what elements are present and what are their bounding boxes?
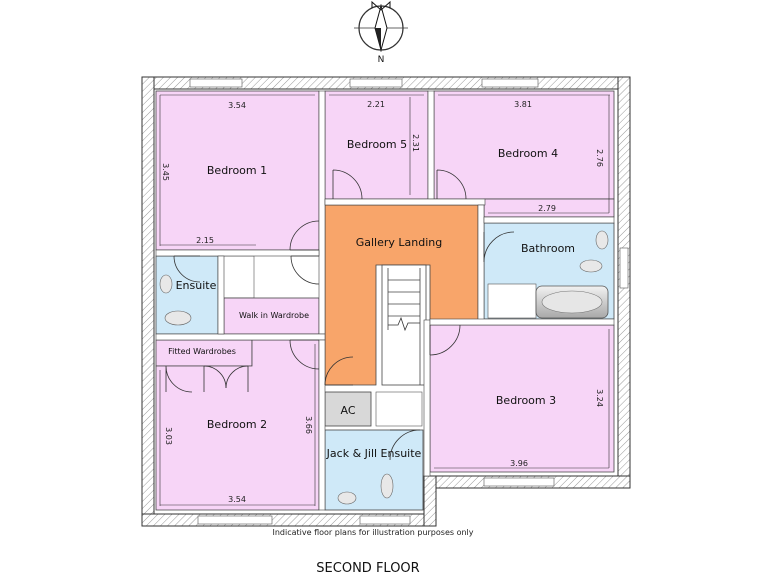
bedroom-3-width-dim: 3.96 (510, 459, 528, 468)
disclaimer-text: Indicative floor plans for illustration … (272, 528, 473, 537)
bedroom-5-depth-dim: 2.31 (411, 134, 420, 152)
bedroom-1-width-dim: 3.54 (228, 101, 246, 110)
bedroom-4-label: Bedroom 4 (498, 147, 558, 160)
ac-label: AC (340, 404, 355, 417)
bedroom-4-depth-dim: 2.76 (595, 149, 604, 167)
bedroom-5-label: Bedroom 5 (347, 138, 407, 151)
walk-in-wardrobe-label: Walk in Wardrobe (239, 311, 309, 320)
bedroom-4-lower-dim: 2.79 (538, 204, 556, 213)
bedroom-4 (433, 90, 615, 200)
doors (165, 169, 515, 461)
fitted-wardrobes (155, 339, 253, 367)
bedroom-5 (324, 90, 429, 200)
ensuite-basin (159, 274, 173, 294)
bathroom-toilet (579, 259, 603, 273)
bathroom-label: Bathroom (521, 242, 575, 255)
jack-jill-toilet (380, 473, 394, 499)
bedroom-2-right-dim: 3.66 (304, 416, 313, 434)
bedroom-3-label: Bedroom 3 (496, 394, 556, 407)
outer-walls (141, 76, 631, 527)
staircase (381, 264, 427, 386)
bedroom-2-width-dim: 3.54 (228, 495, 246, 504)
ac-cupboard (324, 391, 372, 427)
ensuite-label: Ensuite (176, 279, 217, 292)
bedroom-2-label: Bedroom 2 (207, 418, 267, 431)
fitted-wardrobes-label: Fitted Wardrobes (168, 347, 236, 356)
bedroom-1-label: Bedroom 1 (207, 164, 267, 177)
ensuite-toilet (164, 310, 192, 326)
bathroom-basin (595, 230, 609, 250)
bedroom-1 (155, 90, 320, 251)
bedroom-3-depth-dim: 3.24 (595, 389, 604, 407)
bedroom-4-width-dim: 3.81 (514, 100, 532, 109)
internal-walls (155, 90, 615, 511)
compass-icon (354, 0, 408, 52)
bedroom-1-depth-dim: 3.45 (161, 163, 170, 181)
jack-jill-basin (337, 491, 357, 505)
floor-title: SECOND FLOOR (316, 561, 419, 576)
bedroom-2-depth-dim: 3.03 (164, 427, 173, 445)
bedroom-5-width-dim: 2.21 (367, 100, 385, 109)
jack-jill-label: Jack & Jill Ensuite (326, 447, 422, 460)
gallery-landing-label: Gallery Landing (356, 236, 443, 249)
north-label: N (378, 55, 385, 65)
bedroom-1-lower-dim: 2.15 (196, 236, 214, 245)
